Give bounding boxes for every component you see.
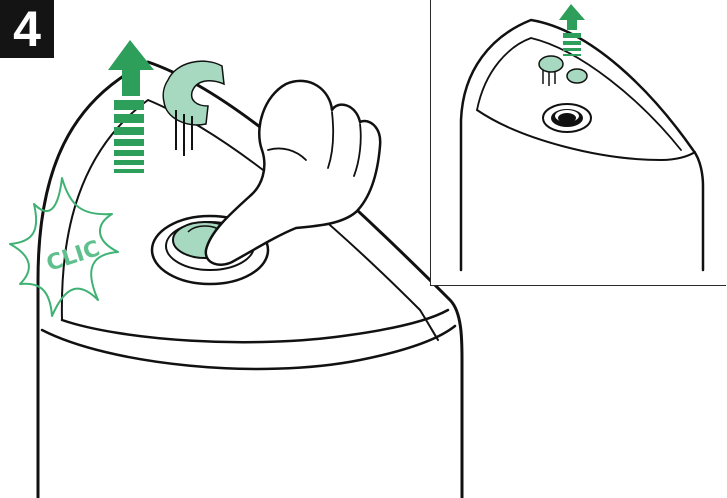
inset-cistern	[461, 20, 703, 270]
sound-effect-label: CLIC	[43, 236, 103, 277]
cistern-body	[38, 62, 462, 498]
inset-illustration	[431, 0, 727, 286]
inset-flush-hole	[543, 104, 591, 132]
inset-detail-panel	[430, 0, 726, 286]
inset-clip-pieces	[539, 56, 587, 86]
clip-piece	[163, 61, 224, 156]
step-number-badge: 4	[0, 0, 54, 58]
up-arrow-icon	[108, 40, 154, 173]
